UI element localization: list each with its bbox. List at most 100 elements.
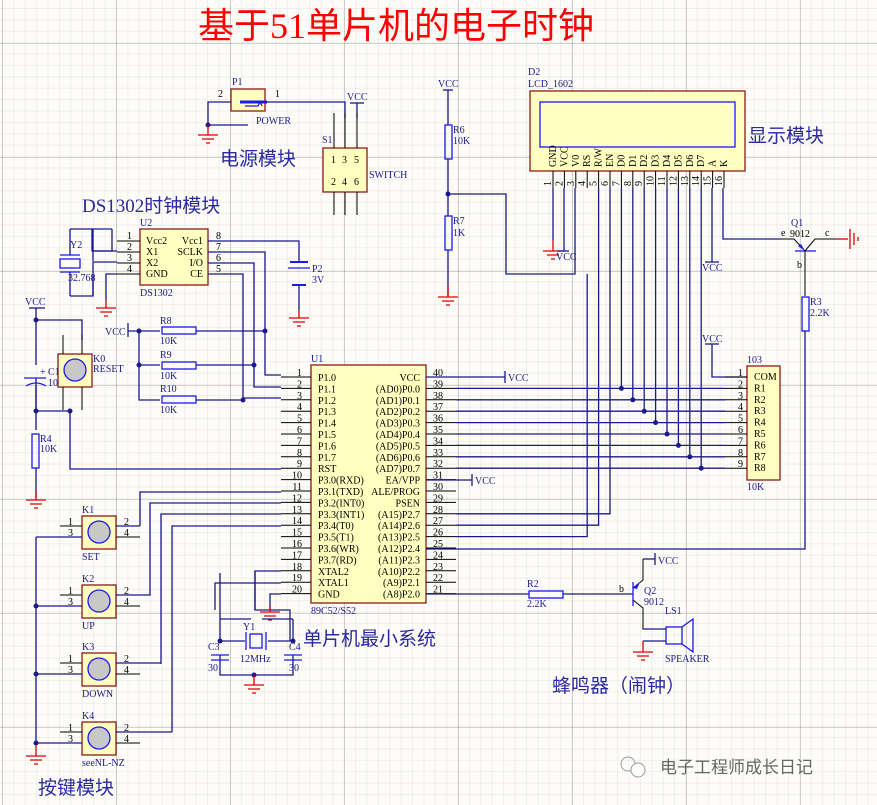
- resistor-r9: R9 10K: [160, 350, 197, 382]
- pin-label: RST: [318, 464, 336, 475]
- junction: [653, 420, 659, 426]
- key-cap: [87, 657, 111, 681]
- ground-symbol: [26, 745, 46, 765]
- pin-label: COM: [754, 372, 777, 383]
- pin-number: 12: [668, 176, 679, 186]
- svg-text:2: 2: [218, 89, 223, 100]
- display-module-label: 显示模块: [748, 125, 824, 147]
- junction: [630, 397, 636, 403]
- crystal-y2: Y2 32.768: [59, 228, 117, 297]
- pin-label: X1: [146, 247, 158, 258]
- junction: [641, 408, 647, 414]
- watermark: 电子工程师成长日记: [620, 756, 813, 778]
- pin-number: 5: [216, 264, 221, 275]
- pin-number: 8: [216, 231, 221, 242]
- svg-text:10K: 10K: [160, 336, 178, 347]
- pin-label: R/W: [594, 148, 605, 167]
- crystal-y1: Y1 12MHz: [240, 622, 271, 665]
- svg-text:R4: R4: [40, 434, 52, 445]
- svg-text:30: 30: [208, 663, 218, 674]
- pin-label: (AD0)P0.0: [376, 384, 420, 395]
- pin-number: 4: [127, 264, 132, 275]
- pin-number: 32: [433, 459, 443, 470]
- resistor-r10: R10 10K: [160, 384, 197, 416]
- pin-label: EN: [605, 154, 616, 167]
- svg-text:3: 3: [342, 155, 347, 166]
- pin-label: XTAL1: [318, 578, 349, 589]
- pin-label: P3.2(INT0): [318, 498, 364, 509]
- svg-text:2.2K: 2.2K: [527, 599, 548, 610]
- keys-module-label: 按键模块: [38, 777, 114, 799]
- ground-symbol: [244, 675, 264, 694]
- power-switch-s1: S1 1 3 5 2 4 6 SWITCH: [322, 113, 407, 215]
- pin-number: 7: [738, 436, 743, 447]
- pin-number: 6: [600, 181, 611, 186]
- junction: [618, 385, 624, 391]
- key-ref: K3: [82, 642, 94, 653]
- pin-label: R3: [754, 406, 766, 417]
- svg-text:Q2: Q2: [644, 586, 656, 597]
- pin-label: XTAL2: [318, 567, 349, 578]
- pin-number: 28: [433, 505, 443, 516]
- pin-number: 30: [433, 482, 443, 493]
- svg-text:Y1: Y1: [243, 622, 255, 633]
- pin-label: SCLK: [177, 247, 203, 258]
- pin-label: P3.0(RXD): [318, 476, 364, 487]
- pin-number: 10: [646, 176, 657, 186]
- svg-text:1: 1: [275, 89, 280, 100]
- svg-text:R7: R7: [453, 216, 465, 227]
- resistor-r3: R3 2.2K: [801, 296, 831, 332]
- svg-text:1: 1: [331, 155, 336, 166]
- pin-label: R7: [754, 452, 766, 463]
- svg-text:K0: K0: [93, 354, 105, 365]
- svg-text:电子工程师成长日记: 电子工程师成长日记: [660, 758, 813, 778]
- pin-number: 5: [297, 414, 302, 425]
- pin-number: 33: [433, 448, 443, 459]
- svg-text:32.768: 32.768: [68, 273, 96, 284]
- pin-label: VCC: [399, 373, 420, 384]
- key-ref: K4: [82, 711, 94, 722]
- pin-label: (AD6)P0.6: [376, 453, 420, 464]
- pin-number: 3: [738, 391, 743, 402]
- transistor-q1: Q1 9012 e c b: [780, 218, 838, 296]
- svg-text:10K: 10K: [160, 405, 178, 416]
- pin-label: PSEN: [396, 498, 420, 509]
- pin-number: 6: [738, 425, 743, 436]
- pin-number: 2: [127, 242, 132, 253]
- svg-text:+: +: [40, 367, 46, 378]
- pin-number: 13: [680, 176, 691, 186]
- pin-label: D4: [662, 155, 673, 167]
- svg-text:e: e: [781, 228, 786, 239]
- pin-number: 4: [124, 665, 129, 676]
- key-name: UP: [82, 621, 95, 632]
- ground-symbol: [96, 300, 116, 317]
- pin-label: (A9)P2.1: [383, 578, 420, 589]
- pin-number: 5: [589, 181, 600, 186]
- resistor-r8: R8 10K: [160, 316, 197, 347]
- pin-number: 4: [124, 597, 129, 608]
- pin-number: 26: [433, 528, 443, 539]
- pin-label: X2: [146, 258, 158, 269]
- pin-label: P3.6(WR): [318, 544, 359, 555]
- svg-text:R2: R2: [527, 579, 539, 590]
- pin-label: P3.1(TXD): [318, 487, 363, 498]
- pin-label: CE: [190, 269, 203, 280]
- pin-number: 3: [127, 253, 132, 264]
- pin-label: P3.4(T0): [318, 521, 354, 532]
- pin-number: 25: [433, 539, 443, 550]
- pin-number: 1: [68, 517, 73, 528]
- pin-number: 18: [292, 562, 302, 573]
- pin-number: 3: [566, 181, 577, 186]
- vcc-label: VCC: [556, 252, 577, 263]
- pin-number: 5: [738, 414, 743, 425]
- pin-label: D3: [651, 155, 662, 167]
- key-cap: [87, 589, 111, 613]
- capacitor-c3: C3 30: [208, 642, 229, 674]
- resistor-r6: R6 10K: [444, 124, 471, 160]
- pin-number: 16: [292, 539, 302, 550]
- pin-label: (AD3)P0.3: [376, 419, 420, 430]
